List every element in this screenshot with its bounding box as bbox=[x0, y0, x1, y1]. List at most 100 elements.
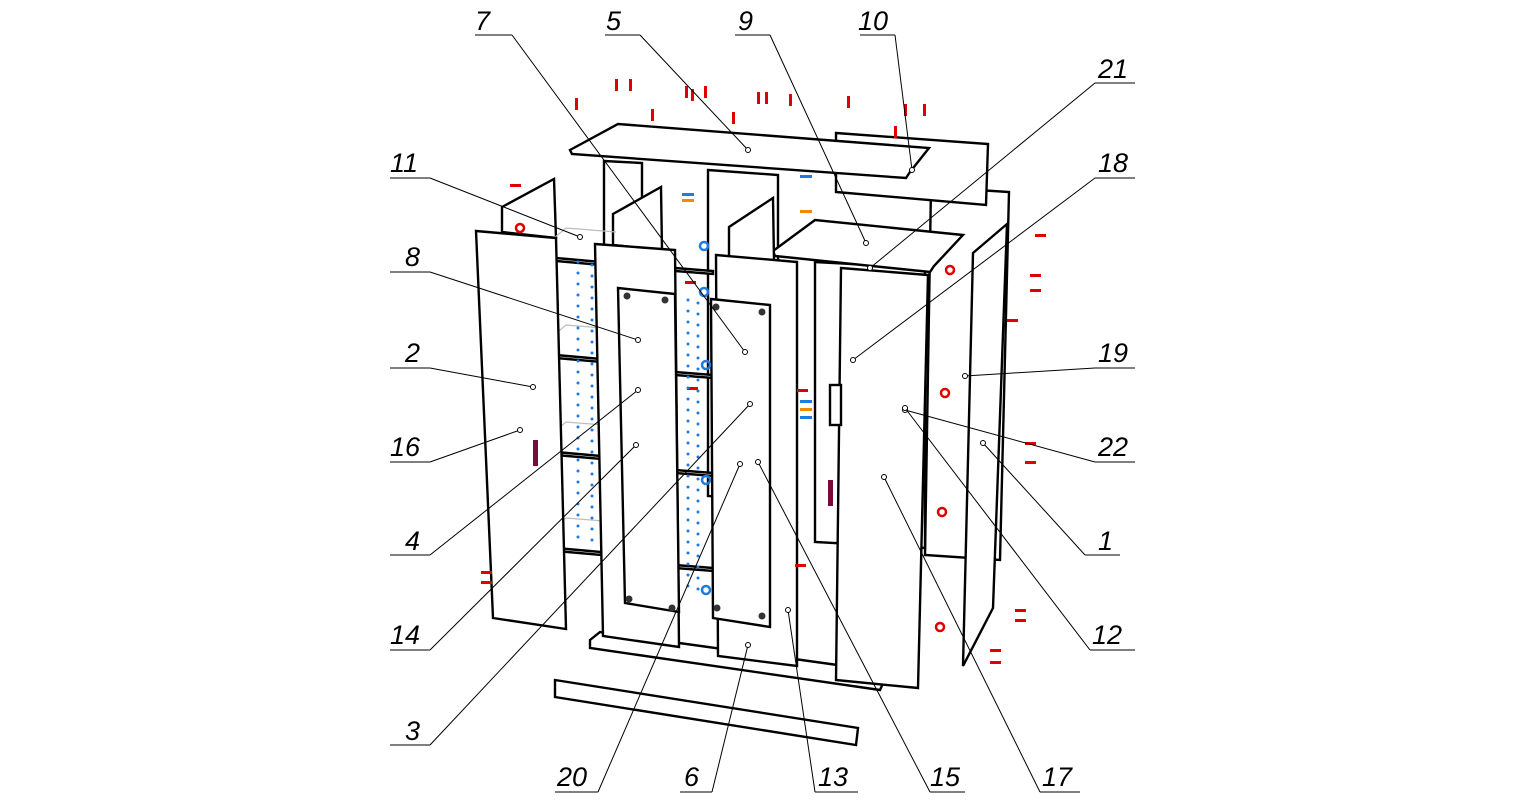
screw-mark bbox=[575, 98, 578, 110]
handle-right bbox=[828, 480, 833, 506]
shelf-pin-hole bbox=[590, 307, 594, 311]
door-bolt bbox=[713, 604, 721, 612]
shelf-pin-hole bbox=[696, 433, 700, 437]
shelf-pin-hole bbox=[696, 312, 700, 316]
shelf-pin-hole bbox=[686, 518, 690, 522]
shelf-pin-hole bbox=[576, 469, 580, 473]
shelf-pin-hole bbox=[590, 318, 594, 322]
shelf-pin-hole bbox=[590, 483, 594, 487]
leader-anchor bbox=[737, 461, 743, 467]
dowel-mark bbox=[800, 416, 812, 419]
part-number-label: 9 bbox=[738, 6, 753, 36]
door-bolt bbox=[758, 308, 766, 316]
shelf-pin-hole bbox=[686, 441, 690, 445]
screw-mark bbox=[1030, 289, 1041, 292]
leader-anchor bbox=[742, 349, 748, 355]
leader-anchor bbox=[633, 442, 639, 448]
shelf-pin-hole bbox=[576, 271, 580, 275]
leader-part-6: 6 bbox=[680, 642, 751, 793]
door-bolt bbox=[758, 612, 766, 620]
screw-mark bbox=[789, 94, 792, 106]
leader-part-11: 11 bbox=[390, 148, 583, 240]
part-number-label: 15 bbox=[930, 762, 961, 792]
leader-line bbox=[639, 34, 749, 151]
shelf-pin-hole bbox=[576, 260, 580, 264]
shelf-pin-hole bbox=[696, 532, 700, 536]
leader-part-16: 16 bbox=[390, 427, 523, 463]
shelf-pin-hole bbox=[686, 452, 690, 456]
leader-anchor bbox=[517, 427, 523, 433]
leader-line bbox=[852, 177, 1096, 361]
leader-part-15: 15 bbox=[755, 459, 965, 793]
leader-part-8: 8 bbox=[390, 242, 641, 343]
shelf-pin-hole bbox=[696, 587, 700, 591]
shelf-pin-hole bbox=[590, 296, 594, 300]
leader-line bbox=[429, 389, 639, 556]
shelf-pin-hole bbox=[590, 373, 594, 377]
shelf-pin-hole bbox=[686, 463, 690, 467]
shelf-pin-hole bbox=[686, 386, 690, 390]
part-number-label: 12 bbox=[1092, 620, 1122, 650]
shelf-pin-hole bbox=[686, 397, 690, 401]
leader-anchor bbox=[577, 234, 583, 240]
cam-lock-blue bbox=[698, 240, 710, 252]
screw-mark bbox=[1030, 274, 1041, 277]
leader-part-2: 2 bbox=[390, 338, 536, 390]
shelf-pin-hole bbox=[686, 419, 690, 423]
shelf-pin-hole bbox=[576, 480, 580, 484]
leader-line bbox=[904, 409, 1096, 463]
shelf-pin-hole bbox=[686, 309, 690, 313]
shelf-pin-hole bbox=[576, 304, 580, 308]
part-number-label: 6 bbox=[684, 762, 700, 792]
leader-part-12: 12 bbox=[902, 405, 1135, 651]
shelf-pin-hole bbox=[590, 472, 594, 476]
screw-mark bbox=[797, 389, 808, 392]
shelf-pin-hole bbox=[686, 408, 690, 412]
shelf-pin-hole bbox=[590, 274, 594, 278]
screw-mark bbox=[1015, 609, 1026, 612]
shelf-pin-hole bbox=[590, 461, 594, 465]
shelf-pin-hole bbox=[590, 384, 594, 388]
shelf-pin-hole bbox=[576, 293, 580, 297]
shelf-pin-hole bbox=[576, 348, 580, 352]
plinth bbox=[553, 678, 860, 747]
part-number-label: 13 bbox=[818, 762, 848, 792]
leader-part-21: 21 bbox=[867, 54, 1135, 271]
screw-mark bbox=[894, 126, 897, 138]
cam-lock-blue bbox=[700, 474, 712, 486]
leader-line bbox=[964, 367, 1096, 377]
shelf-pin-hole bbox=[696, 455, 700, 459]
leader-anchor bbox=[785, 607, 791, 613]
shelf-pin-hole bbox=[686, 353, 690, 357]
shelf-pin-hole bbox=[686, 298, 690, 302]
screw-mark bbox=[1025, 461, 1036, 464]
part-number-label: 11 bbox=[390, 148, 418, 178]
shelf-pin-hole bbox=[686, 474, 690, 478]
screw-mark bbox=[510, 184, 521, 187]
shelf-pin-hole bbox=[696, 323, 700, 327]
shelf-pin-hole bbox=[696, 510, 700, 514]
shelf-pin-hole bbox=[576, 513, 580, 517]
shelf-pin-hole bbox=[696, 334, 700, 338]
leader-anchor bbox=[745, 147, 751, 153]
shelf-pin-hole bbox=[686, 496, 690, 500]
leader-line bbox=[869, 82, 1096, 269]
fasteners bbox=[481, 79, 1046, 664]
part-number-label: 1 bbox=[1098, 526, 1113, 556]
part-number-label: 7 bbox=[475, 6, 491, 36]
shelf-pin-hole bbox=[590, 516, 594, 520]
leader-anchor bbox=[850, 357, 856, 363]
door-bolt bbox=[661, 296, 669, 304]
shelf-pin-hole bbox=[696, 389, 700, 393]
dowel-mark bbox=[800, 400, 812, 403]
shelf-pin-hole bbox=[590, 494, 594, 498]
part-number-label: 19 bbox=[1098, 338, 1128, 368]
screw-mark bbox=[1035, 234, 1046, 237]
shelf-pin-hole bbox=[576, 370, 580, 374]
shelf-pin-hole bbox=[590, 450, 594, 454]
shelf-pin-hole bbox=[696, 356, 700, 360]
leader-anchor bbox=[747, 401, 753, 407]
